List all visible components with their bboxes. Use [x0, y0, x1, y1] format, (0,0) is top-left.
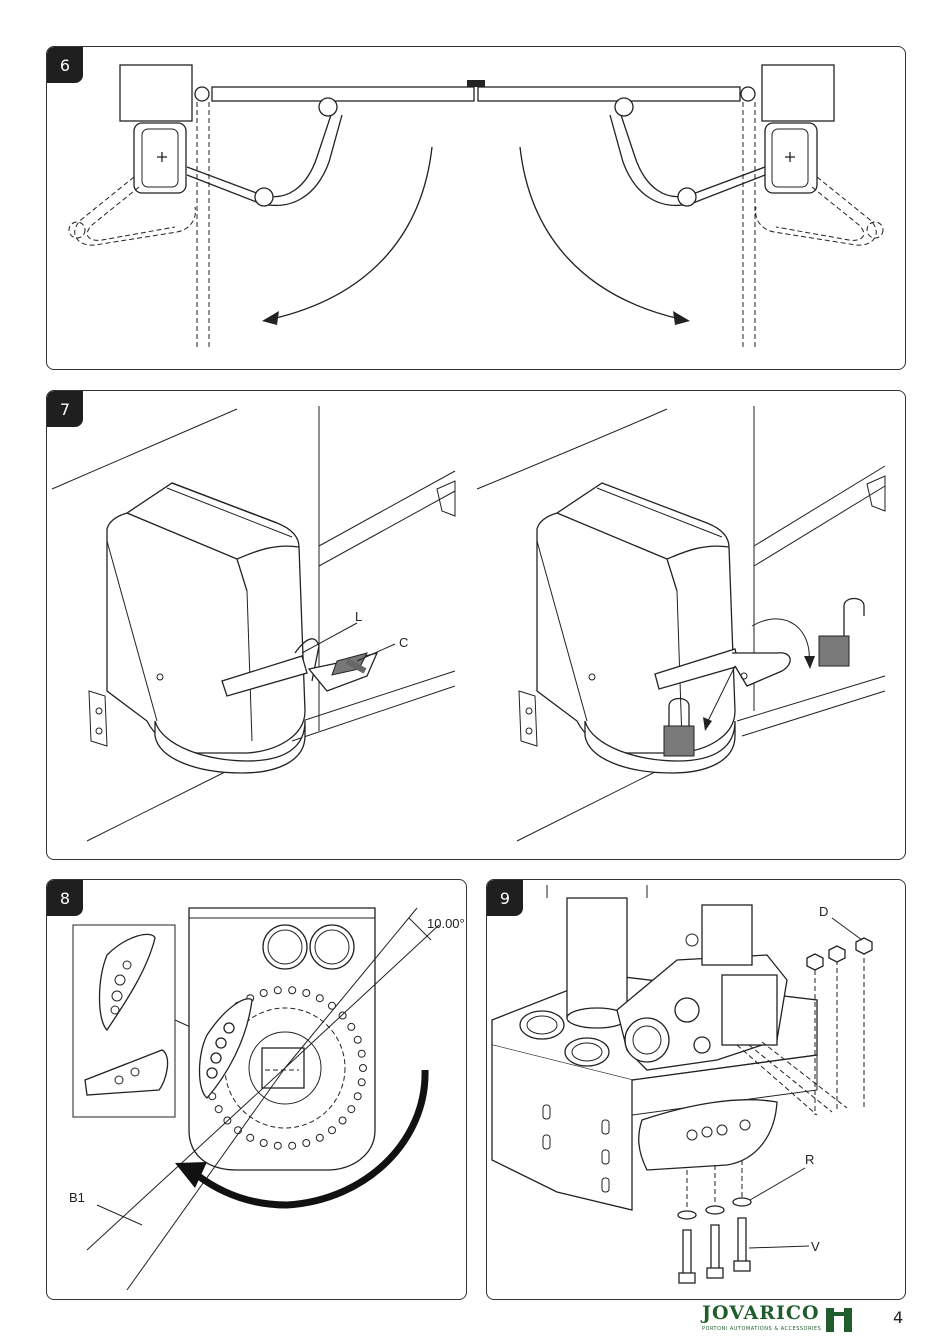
left-gate-leaf	[212, 87, 474, 101]
right-gate-leaf	[478, 87, 740, 101]
page-number: 4	[893, 1308, 903, 1327]
right-motor-body	[765, 123, 817, 193]
brand-logo: JOVARICO PORTONI AUTOMATIONS & ACCESSORI…	[702, 1302, 862, 1336]
left-motor-housing	[120, 65, 192, 121]
cam-mounting-diagram: D R V	[487, 880, 905, 1299]
panel-8: 8 10.00°	[46, 879, 467, 1300]
right-motor-housing	[762, 65, 834, 121]
angle-label: 10.00°	[427, 916, 465, 931]
gate-opening-diagram	[47, 47, 905, 369]
manual-release-diagram: L C	[47, 391, 905, 859]
label-L: L	[355, 609, 362, 624]
limit-cam-diagram: 10.00° B1	[47, 880, 466, 1299]
label-B1: B1	[69, 1190, 85, 1205]
step-badge-7: 7	[47, 391, 83, 427]
label-D: D	[819, 904, 828, 919]
logo-text: JOVARICO	[702, 1302, 820, 1324]
lock-open-icon	[819, 636, 849, 666]
right-motor-cover	[537, 483, 735, 753]
step-badge-9: 9	[487, 880, 523, 916]
label-C: C	[399, 635, 408, 650]
left-motor-cover	[107, 483, 305, 753]
lock-closed-icon	[664, 726, 694, 756]
logo-subtitle: PORTONI AUTOMATIONS & ACCESSORIES	[702, 1326, 821, 1332]
label-V: V	[811, 1239, 820, 1254]
label-R: R	[805, 1152, 814, 1167]
step-badge-8: 8	[47, 880, 83, 916]
step-badge-6: 6	[47, 47, 83, 83]
panel-7: 7 L C	[46, 390, 906, 860]
panel-9: 9	[486, 879, 906, 1300]
gate-logo-icon	[824, 1304, 854, 1334]
panel-6: 6	[46, 46, 906, 370]
